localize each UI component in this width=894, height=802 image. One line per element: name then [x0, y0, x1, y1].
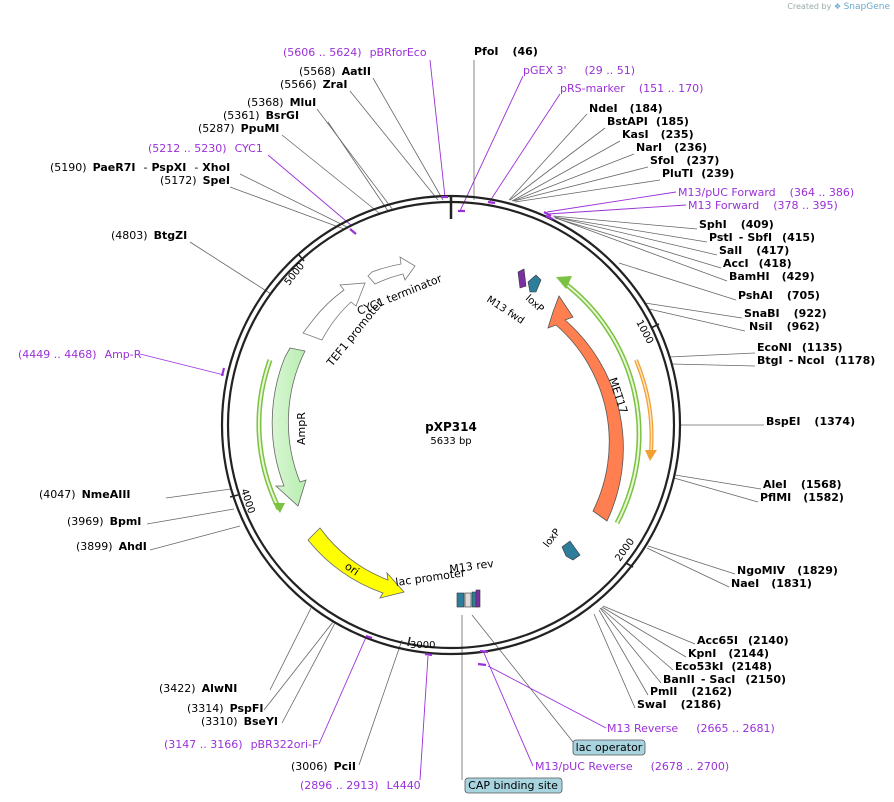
- primer-m13-reverse: M13 Reverse(2665 .. 2681): [607, 722, 775, 735]
- cyc1-terminator-feature: [367, 256, 416, 285]
- tick-label-2000: 2000: [613, 537, 637, 564]
- m13-fwd-primer-mark: [517, 268, 527, 289]
- scale-ticks: [229, 254, 660, 647]
- enzyme-pcii: (3006)PciI: [291, 760, 356, 773]
- enzyme-acc65i: Acc65I(2140): [697, 634, 789, 647]
- primer-pbrforeco: (5606 .. 5624)pBRforEco: [283, 46, 427, 59]
- enzyme-pshai: PshAI(705): [738, 289, 820, 302]
- enzyme-zrai: (5566)ZraI: [280, 78, 348, 91]
- primer-m13-puc-forward: M13/pUC Forward(364 .. 386): [678, 186, 854, 199]
- loxp-top-label: loxP: [523, 293, 546, 315]
- enzyme-bamhi: BamHI(429): [729, 270, 815, 283]
- orange-orf-arrowhead: [645, 450, 657, 461]
- enzyme-kasi: KasI(235): [622, 128, 694, 141]
- enzyme-econi: EcoNI(1135): [757, 341, 843, 354]
- orange-orf-arc-inner: [635, 359, 653, 453]
- enzyme-nari: NarI(236): [636, 141, 707, 154]
- ori-feature: [307, 527, 405, 599]
- primer-marks: [220, 195, 554, 667]
- cap-binding-site-box: [464, 777, 563, 794]
- enzyme-pfoi: PfoI(46): [474, 45, 538, 58]
- enzyme-aatii: (5568)AatII: [299, 65, 371, 78]
- snapgene-credit: Created by ❖ SnapGene: [787, 2, 890, 12]
- enzyme-psti: PstI-SbfI(415): [709, 231, 815, 244]
- enzyme-btgi: BtgI-NcoI(1178): [757, 354, 875, 367]
- plasmid-size: 5633 bp: [430, 436, 471, 447]
- leader-lines: [146, 60, 764, 780]
- enzyme-swai: SwaI(2186): [637, 698, 721, 711]
- loxp-top-feature: [527, 274, 542, 293]
- enzyme-sali: SalI(417): [719, 244, 789, 257]
- enzyme-alei: AleI(1568): [763, 478, 842, 491]
- credit-brand: SnapGene: [843, 2, 890, 12]
- enzyme-naei: NaeI(1831): [731, 577, 812, 590]
- enzyme-kpni: KpnI(2144): [688, 647, 769, 660]
- lac-operator-label: lac operator: [576, 741, 643, 754]
- enzyme-pmli: PmlI(2162): [650, 685, 732, 698]
- tef1-promoter-feature: [302, 282, 366, 341]
- credit-text: Created by: [787, 2, 832, 11]
- ampr-label: AmpR: [295, 412, 308, 445]
- enzyme-sfoi: SfoI(237): [650, 154, 719, 167]
- tick-label-1000: 1000: [633, 318, 655, 346]
- loxp-bottom-feature: [561, 540, 581, 561]
- ampr-feature: [271, 347, 307, 507]
- met17-feature: [547, 295, 624, 522]
- enzyme-spei: (5172)SpeI: [160, 174, 230, 187]
- enzyme-sphi: SphI(409): [699, 218, 774, 231]
- met17-orf-arc-inner: [562, 281, 641, 524]
- primer-m13-puc-reverse: M13/pUC Reverse(2678 .. 2700): [535, 760, 729, 773]
- enzyme-bseyi: (3310)BseYI: [201, 715, 278, 728]
- primer-prs-marker: pRS-marker(151 .. 170): [560, 82, 703, 95]
- enzyme-pflmi: PflMI(1582): [760, 491, 844, 504]
- tick-label-3000: 3000: [410, 640, 435, 651]
- primer-l4440: (2896 .. 2913)L4440: [300, 779, 421, 792]
- lac-operator-box: [572, 739, 646, 756]
- met17-orf-arrowhead: [556, 276, 572, 289]
- enzyme-nmeaiii: (4047)NmeAIII: [39, 488, 131, 501]
- enzyme-snabi: SnaBI(922): [744, 307, 827, 320]
- enzyme-nsii: NsiI(962): [749, 320, 820, 333]
- lac-cluster: [456, 589, 481, 608]
- primer-amp-r: (4449 .. 4468)Amp-R: [18, 348, 142, 361]
- enzyme-mlui: (5368)MluI: [247, 96, 316, 109]
- enzyme-pspfi: (3314)PspFI: [187, 702, 263, 715]
- plasmid-name: pXP314: [425, 420, 477, 434]
- primer-m13-forward: M13 Forward(378 .. 395): [688, 199, 838, 212]
- enzyme-ngomiv: NgoMIV(1829): [737, 564, 838, 577]
- enzyme-bstapi: BstAPI(185): [607, 115, 689, 128]
- primer-leaders: [139, 59, 687, 781]
- enzyme-paer7i: (5190)PaeR7I-PspXI-XhoI: [50, 161, 230, 174]
- primer-pgex3: pGEX 3'(29 .. 51): [523, 64, 635, 77]
- cyc1-terminator-label: CYC1 terminator: [355, 272, 444, 318]
- enzyme-eco53ki: Eco53kI(2148): [675, 660, 772, 673]
- enzyme-ndei: NdeI(184): [589, 102, 663, 115]
- ampr-orf-arrowhead: [273, 503, 285, 513]
- enzyme-acci: AccI(418): [723, 257, 792, 270]
- enzyme-ahdi: (3899)AhdI: [76, 540, 147, 553]
- enzyme-banii: BanII-SacI(2150): [663, 673, 786, 686]
- loxp-bottom-label: loxP: [542, 527, 563, 550]
- cap-binding-site-label: CAP binding site: [468, 779, 558, 792]
- enzyme-bsrgi: (5361)BsrGI: [223, 109, 299, 122]
- enzyme-bspei: BspEI(1374): [766, 415, 855, 428]
- m13-fwd-label: M13 fwd: [484, 294, 526, 326]
- snapgene-logo-icon: ❖: [833, 2, 842, 11]
- enzyme-ppumi: (5287)PpuMI: [198, 122, 279, 135]
- primer-pbr322ori-f: (3147 .. 3166)pBR322ori-F: [164, 738, 318, 751]
- enzyme-pluti: PluTI(239): [662, 167, 734, 180]
- enzyme-alwni: (3422)AlwNI: [159, 682, 237, 695]
- ampr-orf-arc-inner: [257, 359, 280, 510]
- enzyme-bpmi: (3969)BpmI: [67, 515, 141, 528]
- enzyme-btgzi: (4803)BtgZI: [111, 229, 187, 242]
- m13-rev-label: M13 rev: [449, 557, 495, 576]
- primer-cyc1: (5212 .. 5230)CYC1: [148, 142, 263, 155]
